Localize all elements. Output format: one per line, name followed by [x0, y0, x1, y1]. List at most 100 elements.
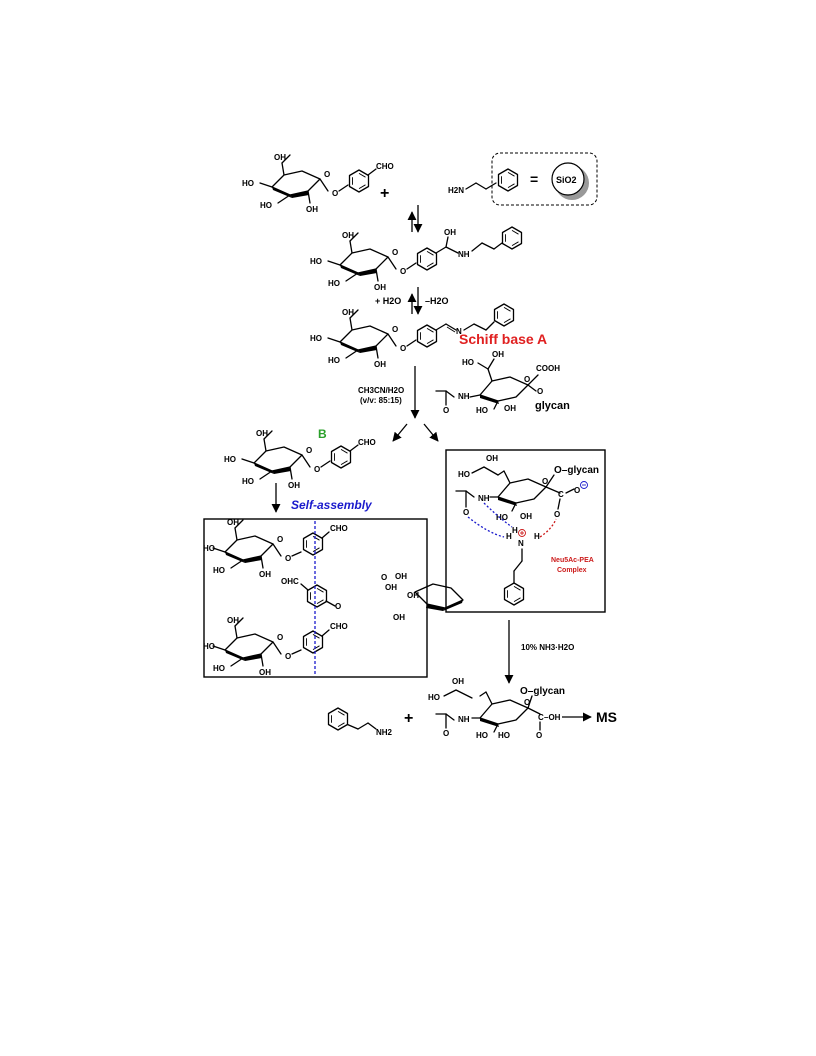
svg-text:O: O — [443, 406, 449, 415]
svg-text:O: O — [332, 189, 338, 198]
stacked-glucoside-1: OH HO HO OH O O CHO — [203, 518, 348, 579]
svg-text:OH: OH — [306, 205, 318, 214]
svg-text:OH: OH — [486, 454, 498, 463]
svg-text:OH: OH — [452, 677, 464, 686]
svg-text:+ H2O: + H2O — [375, 296, 401, 306]
svg-text:O: O — [285, 554, 291, 563]
svg-text:O–glycan: O–glycan — [554, 465, 599, 476]
svg-text:O: O — [574, 486, 580, 495]
neu5ac-pea-complex: HO OH O O–glycan C O O NH O HO OH H N H … — [455, 454, 599, 606]
svg-text:–H2O: –H2O — [425, 296, 449, 306]
svg-text:OH: OH — [342, 308, 354, 317]
svg-text:NH: NH — [478, 494, 490, 503]
svg-text:HO: HO — [213, 566, 225, 575]
neu5ac-glycan-reactant: HO OH O COOH O glycan NH O HO OH — [435, 350, 570, 415]
svg-text:HO: HO — [476, 731, 488, 740]
svg-text:–OH: –OH — [544, 713, 561, 722]
svg-text:OH: OH — [259, 668, 271, 677]
svg-text:O: O — [324, 170, 330, 179]
svg-text:CH3CN/H2O: CH3CN/H2O — [358, 386, 404, 395]
self-assembly-box — [203, 518, 428, 678]
equilibrium-arrow-2: + H2O –H2O — [375, 287, 449, 315]
svg-text:SiO2: SiO2 — [556, 175, 577, 185]
svg-text:COOH: COOH — [536, 364, 560, 373]
svg-text:HO: HO — [310, 257, 322, 266]
svg-text:HO: HO — [496, 513, 508, 522]
svg-text:C: C — [558, 490, 564, 499]
svg-text:HO: HO — [242, 179, 254, 188]
svg-text:OH: OH — [444, 228, 456, 237]
self-assembly-label: Self-assembly — [291, 498, 373, 512]
svg-text:OH: OH — [374, 283, 386, 292]
svg-text:OH: OH — [227, 616, 239, 625]
equilibrium-arrow-1 — [407, 205, 423, 233]
svg-text:O: O — [306, 446, 312, 455]
svg-text:OH: OH — [385, 583, 397, 592]
svg-text:H: H — [534, 532, 540, 541]
svg-text:O: O — [400, 344, 406, 353]
schiff-base-a: OH HO HO OH O O N — [310, 303, 515, 369]
svg-text:OH: OH — [342, 231, 354, 240]
svg-text:O: O — [542, 477, 548, 486]
neu5ac-glycan-product: HO OH O O–glycan C –OH O NH O HO HO — [428, 677, 565, 740]
phenethylamine-top: H2N — [448, 168, 519, 195]
svg-text:HO: HO — [213, 664, 225, 673]
svg-text:O: O — [285, 652, 291, 661]
svg-text:O: O — [277, 633, 283, 642]
svg-text:O: O — [335, 602, 341, 611]
svg-text:N: N — [456, 327, 462, 336]
svg-text:CHO: CHO — [330, 524, 348, 533]
svg-text:H: H — [506, 532, 512, 541]
svg-text:HO: HO — [476, 406, 488, 415]
svg-text:H: H — [512, 526, 518, 535]
complex-box — [445, 449, 606, 613]
svg-text:OH: OH — [227, 518, 239, 527]
svg-text:OH: OH — [259, 570, 271, 579]
svg-text:O: O — [524, 375, 530, 384]
svg-text:CHO: CHO — [330, 622, 348, 631]
schiff-base-label: Schiff base A — [459, 331, 547, 347]
svg-text:O: O — [537, 387, 543, 396]
svg-text:OH: OH — [520, 512, 532, 521]
svg-text:O: O — [381, 573, 387, 582]
arrow-split-left — [392, 423, 408, 442]
svg-text:NH2: NH2 — [376, 728, 393, 737]
arrow-split-right — [423, 423, 439, 442]
svg-text:OH: OH — [274, 153, 286, 162]
compound-b: OH HO HO OH O O CHO — [224, 429, 376, 490]
svg-text:HO: HO — [328, 279, 340, 288]
glucoside-aldehyde-top: OH HO HO OH O O CHO — [242, 153, 394, 214]
svg-text:HO: HO — [242, 477, 254, 486]
svg-text:+: + — [404, 710, 413, 727]
svg-text:HO: HO — [428, 693, 440, 702]
stacked-glucoside-2: OHC O O OH OH OH OH — [281, 572, 464, 622]
svg-text:O: O — [463, 508, 469, 517]
hemiaminal-intermediate: OH HO HO OH O O OH NH — [310, 226, 523, 292]
svg-text:O: O — [400, 267, 406, 276]
svg-text:HO: HO — [224, 455, 236, 464]
svg-text:(v/v: 85:15): (v/v: 85:15) — [360, 396, 402, 405]
stacked-glucoside-3: OH HO HO OH O O CHO — [203, 616, 348, 677]
svg-text:O: O — [392, 248, 398, 257]
svg-text:HO: HO — [498, 731, 510, 740]
svg-text:OH: OH — [395, 572, 407, 581]
svg-text:HO: HO — [328, 356, 340, 365]
svg-text:HO: HO — [310, 334, 322, 343]
svg-text:NH: NH — [458, 715, 470, 724]
complex-label-1: Neu5Ac-PEA — [551, 557, 594, 564]
svg-text:O: O — [314, 465, 320, 474]
svg-text:O–glycan: O–glycan — [520, 686, 565, 697]
svg-text:OH: OH — [288, 481, 300, 490]
phenethylamine-product: NH2 — [327, 707, 393, 737]
svg-text:OH: OH — [393, 613, 405, 622]
svg-text:NH: NH — [458, 392, 470, 401]
svg-text:10% NH3·H2O: 10% NH3·H2O — [521, 643, 574, 652]
svg-text:O: O — [392, 325, 398, 334]
svg-text:H2N: H2N — [448, 186, 464, 195]
complex-label-2: Complex — [557, 567, 587, 574]
svg-text:OH: OH — [256, 429, 268, 438]
svg-text:HO: HO — [203, 544, 215, 553]
svg-text:+: + — [380, 185, 389, 202]
svg-text:O: O — [443, 729, 449, 738]
